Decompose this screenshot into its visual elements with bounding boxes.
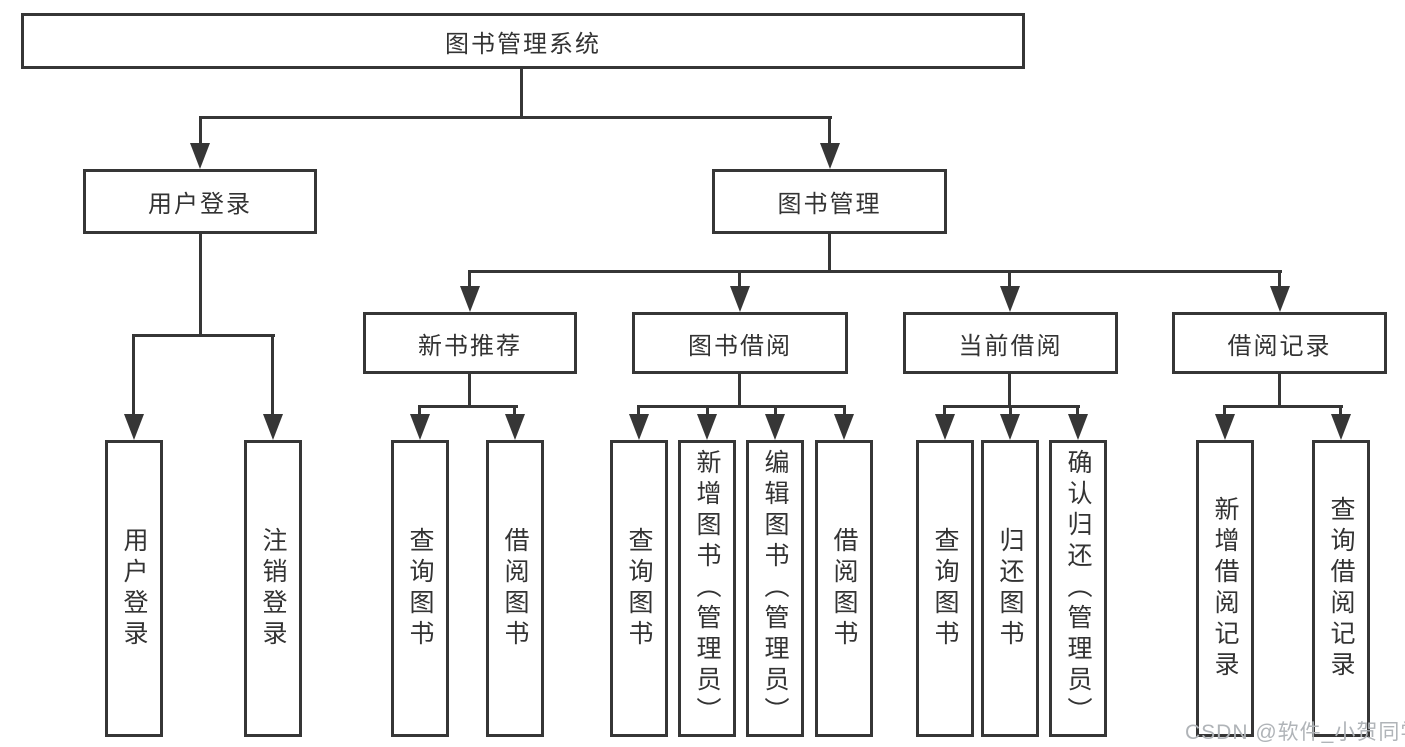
node-book-borrowing: 图书借阅 [632, 312, 848, 374]
node-book-management: 图书管理 [712, 169, 947, 234]
connector-module-hbar [418, 405, 518, 408]
connector-stem [774, 405, 777, 416]
connector-stem [706, 405, 709, 416]
connector-stem [637, 405, 640, 416]
connector-root-stem [520, 68, 523, 118]
connector-stem [828, 116, 831, 146]
connector-stem [738, 270, 741, 290]
arrow-down-icon [1270, 286, 1290, 312]
node-label: 用户登录 [148, 191, 252, 218]
leaf-label: 归还图书 [996, 526, 1024, 651]
connector-stem [513, 405, 516, 416]
arrow-down-icon [1000, 286, 1020, 312]
connector-stem [1223, 405, 1226, 416]
leaf-label: 查询图书 [406, 526, 434, 651]
node-label: 借阅记录 [1227, 332, 1332, 360]
node-label: 新书推荐 [418, 332, 522, 360]
connector-stem [132, 334, 135, 416]
node-root-library-system: 图书管理系统 [21, 13, 1025, 69]
connector-module-stem [1278, 374, 1281, 407]
connector-mgmt-stem [828, 232, 831, 272]
arrow-down-icon [834, 414, 854, 440]
connector-stem [1008, 270, 1011, 290]
leaf-current-confirm-return-admin: 确认归还（管理员） [1049, 440, 1107, 737]
csdn-watermark: CSDN @软件_小贺同学 [1185, 721, 1405, 744]
leaf-recommend-query-books: 查询图书 [391, 440, 449, 737]
leaf-recommend-borrow-books: 借阅图书 [486, 440, 544, 737]
arrow-down-icon [190, 143, 210, 169]
arrow-down-icon [124, 414, 144, 440]
leaf-current-query-books: 查询图书 [916, 440, 974, 737]
leaf-borrow-edit-books-admin: 编辑图书（管理员） [746, 440, 804, 737]
connector-stem [1009, 405, 1012, 416]
leaf-label: 注销登录 [259, 526, 287, 651]
connector-module-stem [1008, 374, 1011, 407]
arrow-down-icon [1215, 414, 1235, 440]
connector-user-stem [199, 232, 202, 336]
arrow-down-icon [263, 414, 283, 440]
connector-module-stem [738, 374, 741, 407]
connector-stem [843, 405, 846, 416]
leaf-label: 借阅图书 [501, 526, 529, 651]
connector-stem [468, 270, 471, 290]
arrow-down-icon [1068, 414, 1088, 440]
arrow-down-icon [820, 143, 840, 169]
node-label: 当前借阅 [958, 332, 1063, 360]
leaf-current-return-books: 归还图书 [981, 440, 1039, 737]
node-borrowing-records: 借阅记录 [1172, 312, 1387, 374]
leaf-label: 用户登录 [120, 526, 148, 651]
arrow-down-icon [1331, 414, 1351, 440]
connector-stem [1278, 270, 1281, 290]
leaf-label: 确认归还（管理员） [1064, 449, 1092, 728]
leaf-label: 新增图书（管理员） [693, 449, 721, 728]
leaf-label: 查询图书 [931, 526, 959, 651]
arrow-down-icon [1000, 414, 1020, 440]
connector-stem [418, 405, 421, 416]
arrow-down-icon [629, 414, 649, 440]
leaf-label: 借阅图书 [830, 526, 858, 651]
arrow-down-icon [697, 414, 717, 440]
connector-stem [1339, 405, 1342, 416]
arrow-down-icon [730, 286, 750, 312]
node-label: 图书借阅 [688, 332, 792, 360]
leaf-label: 查询图书 [625, 526, 653, 651]
connector-module-stem [468, 374, 471, 407]
node-current-borrowing: 当前借阅 [903, 312, 1118, 374]
leaf-records-query-record: 查询借阅记录 [1312, 440, 1370, 737]
arrow-down-icon [505, 414, 525, 440]
leaf-label: 新增借阅记录 [1211, 495, 1239, 682]
node-user-login: 用户登录 [83, 169, 317, 234]
leaf-records-add-record: 新增借阅记录 [1196, 440, 1254, 737]
arrow-down-icon [935, 414, 955, 440]
leaf-user-login: 用户登录 [105, 440, 163, 737]
leaf-borrow-add-books-admin: 新增图书（管理员） [678, 440, 736, 737]
connector-stem [199, 116, 202, 146]
leaf-label: 查询借阅记录 [1327, 495, 1355, 682]
leaf-logout: 注销登录 [244, 440, 302, 737]
node-label: 图书管理系统 [445, 30, 601, 58]
node-label: 图书管理 [777, 191, 882, 218]
connector-module-hbar [1223, 405, 1343, 408]
connector-stem [271, 334, 274, 416]
connector-stem [943, 405, 946, 416]
arrow-down-icon [460, 286, 480, 312]
leaf-label: 编辑图书（管理员） [761, 449, 789, 728]
connector-root-hbar [199, 116, 832, 119]
arrow-down-icon [765, 414, 785, 440]
leaf-borrow-borrow-books: 借阅图书 [815, 440, 873, 737]
arrow-down-icon [410, 414, 430, 440]
leaf-borrow-query-books: 查询图书 [610, 440, 668, 737]
connector-mgmt-hbar [468, 270, 1282, 273]
connector-module-hbar [637, 405, 846, 408]
node-new-book-recommend: 新书推荐 [363, 312, 577, 374]
connector-stem [1076, 405, 1079, 416]
connector-user-hbar [132, 334, 275, 337]
